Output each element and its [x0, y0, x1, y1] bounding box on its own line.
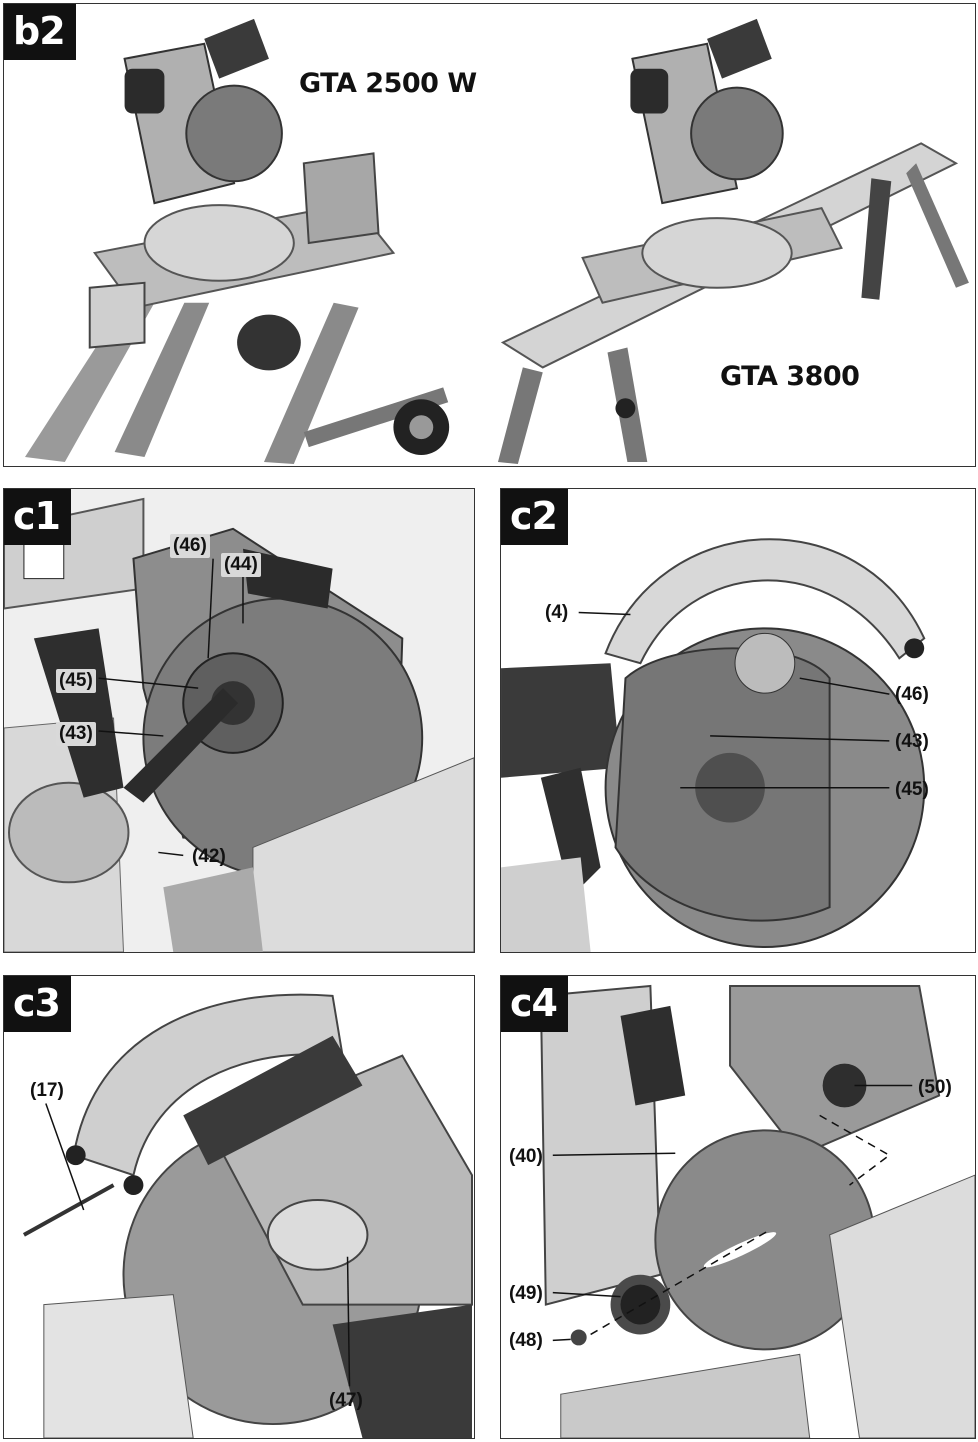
- callout-46: (46): [170, 534, 210, 558]
- c2-illustration: [501, 538, 926, 952]
- panel-tag-c2: c2: [501, 489, 568, 545]
- c4-illustration: [539, 984, 975, 1438]
- callout-42: (42): [192, 846, 226, 867]
- panel-tag-c1: c1: [4, 489, 71, 545]
- panel-c3: c3 (17) (47): [3, 975, 475, 1439]
- callout-40: (40): [509, 1146, 543, 1167]
- left-saw-stand: [25, 18, 450, 465]
- b2-illustration: [25, 18, 969, 465]
- panel-c2: c2 (4) (46) (43) (45): [500, 488, 976, 953]
- model-label-gta2500w: GTA 2500 W: [299, 68, 477, 99]
- callout-45: (45): [895, 779, 929, 800]
- callout-48: (48): [509, 1330, 543, 1351]
- panel-b2: b2: [3, 3, 976, 467]
- callout-17: (17): [30, 1080, 64, 1101]
- panel-tag-c3: c3: [4, 976, 71, 1032]
- callout-47: (47): [329, 1390, 363, 1411]
- panel-c4: c4 (50) (40) (49) (48): [500, 975, 976, 1439]
- callout-43: (43): [56, 722, 96, 746]
- callout-43: (43): [895, 731, 929, 752]
- callout-4: (4): [545, 602, 569, 623]
- callout-49: (49): [509, 1283, 543, 1304]
- panel-tag-c4: c4: [501, 976, 568, 1032]
- callout-46: (46): [895, 684, 929, 705]
- callout-44: (44): [221, 553, 261, 577]
- panel-tag-b2: b2: [4, 4, 76, 60]
- c3-illustration: [22, 993, 473, 1438]
- right-saw-stand: [497, 18, 969, 465]
- callout-50: (50): [918, 1077, 952, 1098]
- panel-c1: c1 (46) (44) (45) (43) (42): [3, 488, 475, 953]
- callout-45: (45): [56, 669, 96, 693]
- model-label-gta3800: GTA 3800: [720, 361, 860, 392]
